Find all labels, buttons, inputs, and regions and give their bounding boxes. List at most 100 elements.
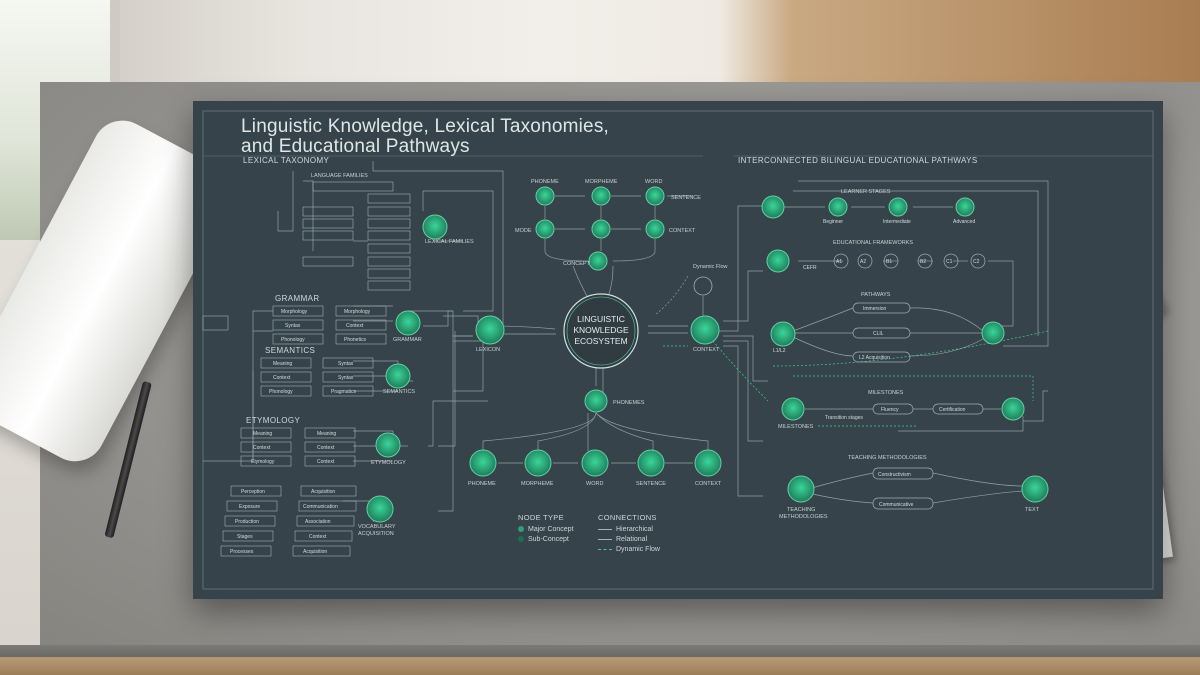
context-hub-label: CONTEXT: [693, 347, 720, 353]
lexical-families-node[interactable]: [422, 214, 448, 240]
poster: LEXICAL TAXONOMY INTERCONNECTED BILINGUA…: [193, 101, 1163, 599]
teaching-node[interactable]: [787, 475, 815, 503]
top-connections: [488, 195, 768, 497]
svg-text:B1: B1: [886, 259, 892, 265]
beginner-node[interactable]: [828, 197, 848, 217]
semantics-node[interactable]: [385, 363, 411, 389]
l1-l2-label: L1/L2: [773, 348, 786, 354]
milestones-end-node[interactable]: [1001, 397, 1025, 421]
svg-text:Context: Context: [273, 375, 291, 381]
top-mode-label: MODE: [515, 228, 532, 234]
legend-relational: Relational: [616, 536, 648, 543]
svg-text:Syntax: Syntax: [338, 361, 354, 367]
pathways-end-node[interactable]: [981, 321, 1005, 345]
svg-text:Perception: Perception: [241, 489, 265, 495]
title-line-1: Linguistic Knowledge, Lexical Taxonomies…: [241, 116, 610, 137]
poster-title: Linguistic Knowledge, Lexical Taxonomies…: [241, 117, 609, 157]
top-cluster-nodes: [535, 186, 713, 296]
lexicon-node[interactable]: [475, 315, 505, 345]
pathway-box-l2: [852, 351, 911, 363]
grammar-node[interactable]: [395, 310, 421, 336]
relational-swatch: [598, 538, 612, 540]
bottom-sentence-label: SENTENCE: [636, 481, 666, 487]
svg-text:Etymology: Etymology: [251, 459, 275, 465]
milestones-node[interactable]: [781, 397, 805, 421]
svg-text:Communication: Communication: [303, 504, 338, 510]
svg-text:A2: A2: [860, 259, 866, 265]
svg-text:B2: B2: [920, 259, 926, 265]
fluency-box: [872, 403, 914, 415]
svg-text:Acquisition: Acquisition: [311, 489, 335, 495]
svg-text:Stages: Stages: [237, 534, 253, 540]
teaching-section-label: TEACHING METHODOLOGIES: [848, 455, 927, 461]
diagram-canvas: LEXICAL TAXONOMY INTERCONNECTED BILINGUA…: [202, 110, 1154, 590]
etymology-node[interactable]: [375, 432, 401, 458]
semantics-boxes: Meaning Context Phonology Syntax Syntax …: [260, 357, 374, 397]
advanced-label: Advanced: [953, 219, 975, 225]
grammar-node-label: GRAMMAR: [393, 337, 422, 343]
svg-text:C1: C1: [946, 259, 953, 265]
svg-text:Meaning: Meaning: [253, 431, 272, 437]
svg-text:Syntax: Syntax: [285, 323, 301, 329]
cefr-label: CEFR: [803, 265, 817, 271]
intermediate-node[interactable]: [888, 197, 908, 217]
lexical-families-label: LEXICAL FAMILIES: [425, 239, 474, 245]
svg-text:Constructivism: Constructivism: [878, 472, 911, 478]
svg-text:Meaning: Meaning: [317, 431, 336, 437]
legend-dynamic: Dynamic Flow: [616, 546, 660, 553]
bottom-context-label: CONTEXT: [695, 481, 722, 487]
svg-text:Context: Context: [253, 445, 271, 451]
text-node-label: TEXT: [1025, 507, 1040, 513]
milestones-section-label: MILESTONES: [868, 390, 904, 396]
semantics-header: SEMANTICS: [265, 346, 315, 355]
frameworks-hub-node[interactable]: [766, 249, 790, 273]
context-hub-node[interactable]: [690, 315, 720, 345]
intermediate-label: Intermediate: [883, 219, 911, 225]
text-node[interactable]: [1021, 475, 1049, 503]
top-sentence-label: SENTENCE: [671, 195, 701, 201]
l1-l2-node[interactable]: [770, 321, 796, 347]
hub-line-2: KNOWLEDGE: [573, 325, 629, 335]
svg-text:Immersion: Immersion: [863, 306, 887, 312]
legend-sub: Sub-Concept: [528, 536, 569, 543]
grammar-boxes: Morphology Syntax Phonology Morphology C…: [272, 305, 387, 345]
hierarchical-swatch: [598, 528, 612, 530]
svg-text:Production: Production: [235, 519, 259, 525]
svg-text:Context: Context: [309, 534, 327, 540]
learner-stages-label: LEARNER STAGES: [841, 189, 891, 195]
right-connections: [783, 180, 1049, 504]
svg-text:Morphology: Morphology: [281, 309, 308, 315]
phonemes-hub-node[interactable]: [584, 389, 608, 413]
svg-text:Certification: Certification: [939, 407, 966, 413]
vocabulary-node[interactable]: [366, 495, 394, 523]
teaching-label-2: METHODOLOGIES: [779, 514, 828, 520]
top-morpheme-label: MORPHEME: [585, 179, 618, 185]
semantics-node-label: SEMANTICS: [383, 389, 415, 395]
central-hub-inner: [566, 296, 636, 366]
learner-hub-node[interactable]: [761, 195, 785, 219]
beginner-label: Beginner: [823, 219, 843, 225]
etymology-node-label: ETYMOLOGY: [371, 460, 406, 466]
major-concept-swatch: [518, 526, 524, 533]
svg-text:Phonology: Phonology: [281, 337, 305, 343]
legend-node-type-heading: NODE TYPE: [518, 513, 564, 522]
etymology-header: ETYMOLOGY: [246, 416, 301, 425]
top-context-label: CONTEXT: [669, 228, 696, 234]
vocabulary-label-1: VOCABULARY: [358, 524, 396, 530]
hub-line-3: ECOSYSTEM: [574, 336, 627, 346]
sub-concept-swatch: [518, 536, 524, 543]
top-word-label: WORD: [645, 179, 662, 185]
bottom-cluster-nodes: [469, 449, 722, 477]
svg-text:A1: A1: [836, 259, 842, 265]
etymology-boxes: Meaning Context Etymology Meaning Contex…: [240, 427, 356, 467]
svg-text:Context: Context: [317, 445, 335, 451]
communicative-box: [872, 497, 934, 510]
advanced-node[interactable]: [955, 197, 975, 217]
svg-text:Communicative: Communicative: [879, 502, 914, 508]
constructivism-box: [872, 467, 934, 480]
educational-frameworks-label: EDUCATIONAL FRAMEWORKS: [833, 240, 913, 246]
lexical-taxonomy-header: LEXICAL TAXONOMY: [243, 156, 330, 165]
svg-text:Exposure: Exposure: [239, 504, 260, 510]
legend-node-type: NODE TYPE Major Concept Sub-Concept: [518, 513, 574, 546]
svg-text:Syntax: Syntax: [338, 375, 354, 381]
